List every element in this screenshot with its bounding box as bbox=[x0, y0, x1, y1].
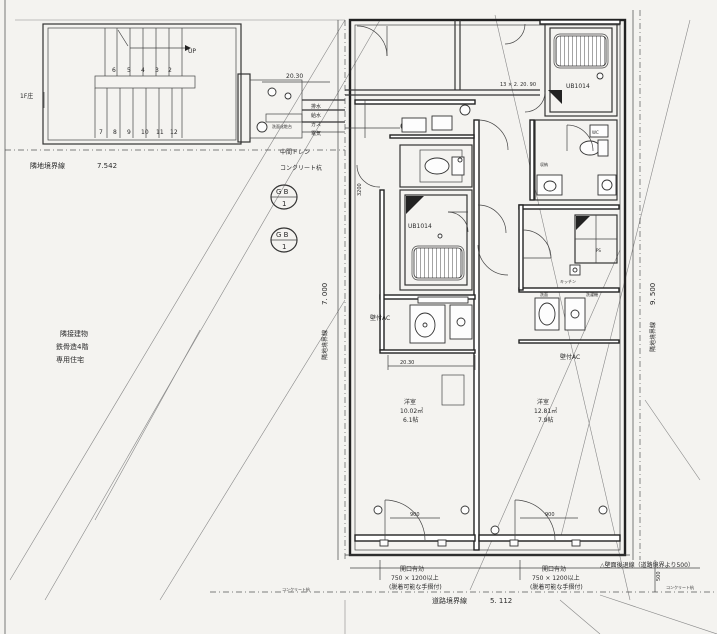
step-num: 11 bbox=[156, 129, 164, 136]
room-right-area: 12.81㎡ bbox=[534, 407, 557, 415]
svg-text:洗面化粧台: 洗面化粧台 bbox=[272, 123, 292, 129]
boundary-west-label: 隣地境界線 bbox=[30, 161, 65, 170]
road-sub: コンクリート杭 bbox=[282, 586, 310, 592]
central-drain-label: 中間ドレン bbox=[280, 148, 310, 156]
neighbor-line: 鉄骨造4階 bbox=[56, 342, 88, 351]
neighbor-line: 専用住宅 bbox=[56, 355, 84, 364]
room-left-name: 洋室 bbox=[404, 398, 416, 406]
door-arcs-top bbox=[356, 23, 526, 276]
right-sink-ac: 壁付AC 洗面 洗濯機 bbox=[534, 291, 598, 361]
step-num: 12 bbox=[170, 129, 178, 136]
opening-note: 750 × 1200以上 bbox=[532, 574, 580, 582]
west-boundary: 隣地境界線 7.542 コンクリート杭 bbox=[5, 149, 345, 172]
small-right-label: コンクリート杭 bbox=[666, 584, 694, 590]
washer-tag: 洗濯機 bbox=[586, 291, 598, 297]
step-num: 6 bbox=[112, 67, 116, 74]
left-sink-ac: 壁付AC 20.30 bbox=[370, 296, 476, 370]
right-kitchen: PS キッチン bbox=[522, 214, 618, 284]
ac-right: 壁付AC bbox=[560, 353, 580, 361]
right-bath: UB1014 bbox=[524, 23, 618, 117]
boundary-mid-label: 隣地境界線 bbox=[321, 330, 329, 360]
ub-label-left: UB1014 bbox=[408, 223, 432, 230]
step-num: 5 bbox=[127, 67, 131, 74]
ub-label-right: UB1014 bbox=[566, 83, 590, 90]
dim-1320: 13 × 2. 20. 90 bbox=[500, 82, 536, 88]
gb-num: 1 bbox=[282, 200, 286, 208]
gb-label: G B bbox=[276, 188, 289, 196]
neighbor-line: 隣接建物 bbox=[60, 329, 88, 338]
opening-note: (脱着可能な手摺付) bbox=[389, 583, 442, 591]
utility-meter-area: 洗面化粧台 排水 給水 ガス 電気 20.30 中間ドレン bbox=[237, 73, 345, 156]
stair-treads bbox=[94, 28, 183, 138]
bottom-doors: 900 900 bbox=[354, 499, 621, 547]
room-right-name: 洋室 bbox=[537, 398, 549, 406]
mid-boundary: 隣地境界線 7. 000 3200 bbox=[321, 20, 363, 560]
boundary-west-dim: 7.542 bbox=[97, 162, 117, 170]
pipe-tag: ガス bbox=[311, 121, 321, 128]
pipe-tag: 電気 bbox=[311, 130, 321, 137]
boundary-east-label: 隣地境界線 bbox=[649, 322, 657, 352]
left-toilet bbox=[399, 144, 473, 188]
concrete-pile-label: コンクリート杭 bbox=[280, 164, 322, 172]
opening-note: 750 × 1200以上 bbox=[391, 574, 439, 582]
gb-label: G B bbox=[276, 231, 289, 239]
ac-left: 壁付AC bbox=[370, 314, 390, 322]
sink-tag: 洗面 bbox=[540, 291, 548, 297]
pipe-tag: 排水 bbox=[311, 103, 321, 110]
left-bath: UB1014 bbox=[399, 189, 473, 291]
toilet-tag: WC bbox=[592, 130, 599, 135]
step-num: 8 bbox=[113, 129, 117, 136]
door-right-width: 900 bbox=[545, 512, 555, 518]
height-3200: 3200 bbox=[357, 183, 363, 196]
setback-note: △壁面後退線（道路境界より500） bbox=[600, 561, 694, 569]
step-num: 4 bbox=[141, 67, 145, 74]
right-toilet: WC 収納 bbox=[534, 119, 618, 201]
dim-2030-top: 20.30 bbox=[286, 73, 303, 80]
step-num: 7 bbox=[99, 129, 103, 136]
neighbor-note: 隣接建物 鉄骨造4階 専用住宅 bbox=[56, 329, 88, 364]
door-left-width: 900 bbox=[410, 512, 420, 518]
gb-marker-2: G B 1 bbox=[270, 227, 298, 253]
building-outline bbox=[345, 18, 630, 557]
room-left-tatami: 6.1帖 bbox=[403, 416, 419, 424]
opening-note: (脱着可能な手摺付) bbox=[530, 583, 583, 591]
opening-notes: 開口有効 750 × 1200以上 (脱着可能な手摺付) 開口有効 750 × … bbox=[379, 560, 583, 591]
opening-note: 開口有効 bbox=[400, 565, 424, 573]
road-boundary: 道路境界線 5. 112 コンクリート杭 △壁面後退線（道路境界より500） 5… bbox=[210, 560, 717, 634]
step-num: 2 bbox=[168, 67, 172, 74]
shelf-tag: 収納 bbox=[540, 161, 548, 167]
floor-1f-label: 1F庄 bbox=[20, 92, 33, 100]
east-boundary: 隣地境界線 9. 500 bbox=[632, 10, 657, 560]
opening-note: 開口有効 bbox=[542, 565, 566, 573]
page-edges bbox=[4, 0, 346, 634]
boundary-east-dim: 9. 500 bbox=[649, 283, 657, 305]
left-room-label: 洋室 10.02㎡ 6.1帖 bbox=[400, 374, 465, 424]
box-tag: PS bbox=[596, 248, 601, 253]
road-dim: 5. 112 bbox=[490, 597, 512, 605]
step-num: 9 bbox=[127, 129, 131, 136]
stairs-up-label: UP bbox=[188, 48, 196, 55]
boundary-mid-dim: 7. 000 bbox=[321, 283, 329, 305]
dim-2030-mid: 20.30 bbox=[400, 360, 414, 366]
step-num: 10 bbox=[141, 129, 149, 136]
step-num: 3 bbox=[155, 67, 159, 74]
room-left-area: 10.02㎡ bbox=[400, 407, 423, 415]
kitchen-tag: キッチン bbox=[560, 279, 576, 284]
room-right-tatami: 7.9帖 bbox=[538, 416, 554, 424]
neighbor-stair-building: UP 6 5 4 3 2 7 8 9 10 11 12 1F庄 bbox=[20, 23, 242, 145]
setback-dim: 500 bbox=[656, 571, 662, 581]
gb-num: 1 bbox=[282, 243, 286, 251]
pipe-tag: 給水 bbox=[311, 112, 321, 119]
road-label: 道路境界線 bbox=[432, 596, 467, 605]
right-room-label: 洋室 12.81㎡ 7.9帖 bbox=[534, 398, 557, 424]
duct-lines: 13 × 2. 20. 90 bbox=[345, 20, 540, 138]
gb-marker-1: G B 1 bbox=[270, 184, 298, 210]
